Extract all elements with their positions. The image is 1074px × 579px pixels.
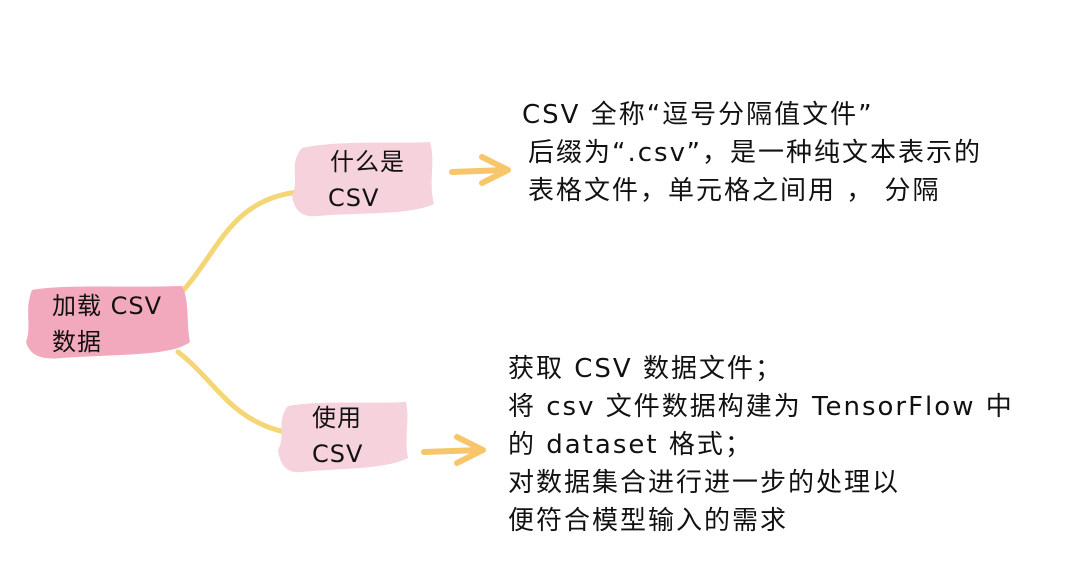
description-line: 将 csv 文件数据构建为 TensorFlow 中 [508,392,1014,422]
root-node-label: 加载 CSV 数据 [52,288,162,360]
branch-use-csv-bubble [278,402,408,473]
branch-what-is-csv-line2: CSV [328,184,380,212]
what-is-csv-description: CSV 全称“逗号分隔值文件” 后缀为“.csv”，是一种纯文本表示的 表格文件… [522,96,982,210]
root-node-line1: 加载 CSV [52,292,163,320]
arrow-icon [421,434,486,466]
use-csv-description: 获取 CSV 数据文件； 将 csv 文件数据构建为 TensorFlow 中 … [508,350,1014,540]
description-line: 表格文件，单元格之间用 ， 分隔 [528,176,941,206]
connector-root-to-use-csv [175,349,288,435]
description-line: 对数据集合进行进一步的处理以 [508,468,901,498]
root-node-line2: 数据 [52,328,102,356]
branch-what-is-csv-bubble [292,142,434,217]
root-node-bubble [26,286,190,359]
branch-what-is-csv-line1: 什么是 [330,148,405,176]
description-line: 获取 CSV 数据文件； [508,354,783,384]
description-line: 便符合模型输入的需求 [508,506,789,536]
branch-use-csv-line1: 使用 [312,404,362,432]
connector-root-to-what-is-csv [175,189,301,299]
arrow-icon [449,154,511,186]
description-line: CSV 全称“逗号分隔值文件” [522,100,874,130]
description-line: 的 dataset 格式； [508,430,753,460]
branch-use-csv-label: 使用 CSV [312,400,363,472]
description-line: 后缀为“.csv”，是一种纯文本表示的 [528,138,982,168]
branch-what-is-csv-label: 什么是 CSV [328,144,405,216]
branch-use-csv-line2: CSV [312,440,364,468]
